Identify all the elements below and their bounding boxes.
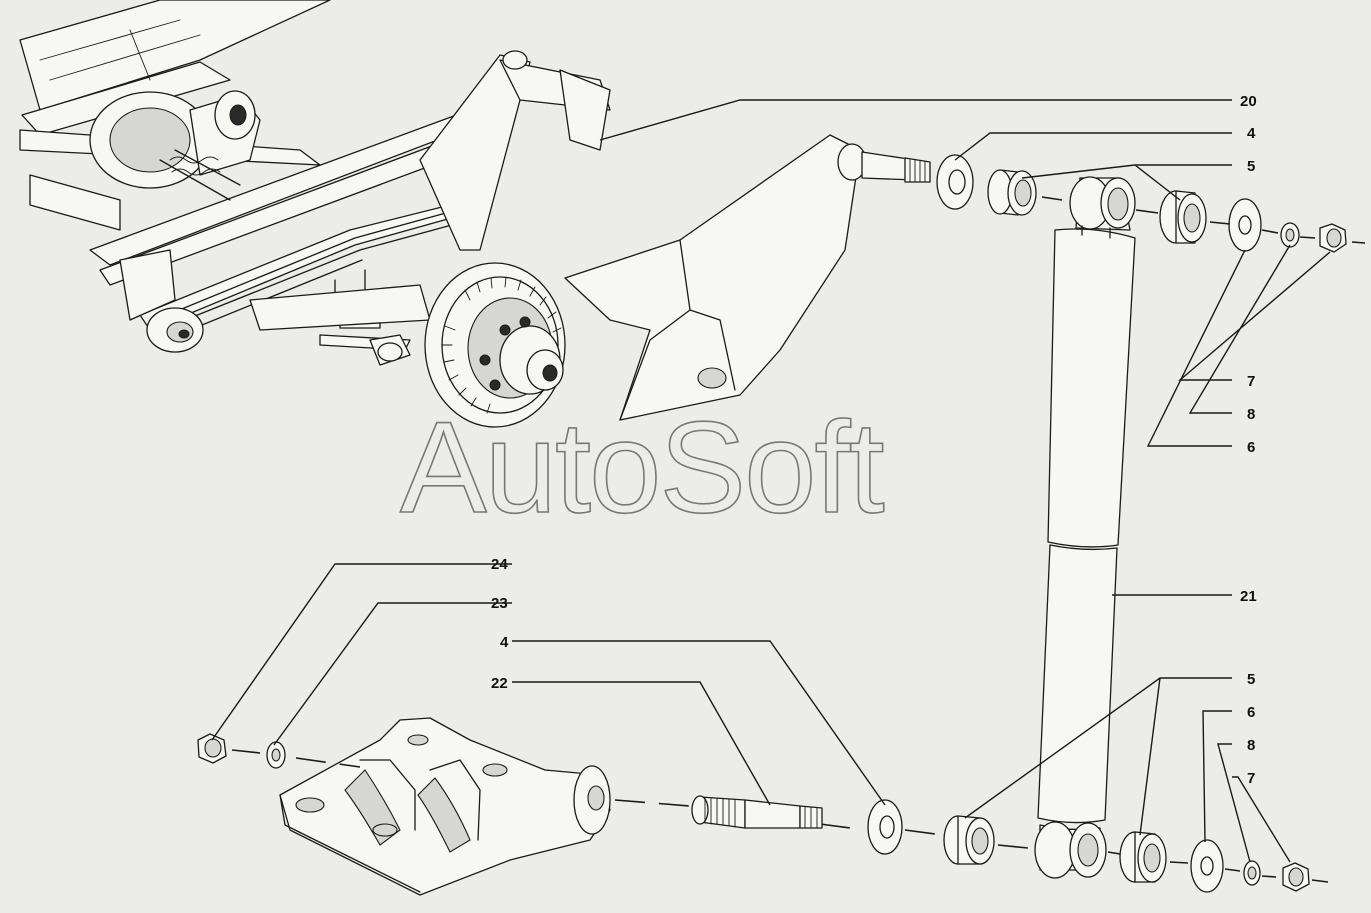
callout-4-lower: 4 (500, 634, 509, 651)
callout-8-upper: 8 (1247, 406, 1255, 423)
callout-5-upper: 5 (1247, 158, 1255, 175)
lower-hardware (819, 799, 1329, 893)
lower-mount-bracket (197, 717, 823, 896)
callout-6-lower: 6 (1247, 704, 1255, 721)
callout-7-upper: 7 (1247, 373, 1255, 390)
callout-labels: 20 4 5 7 8 6 21 24 23 4 22 5 6 8 7 (491, 93, 1257, 787)
callout-20: 20 (1240, 93, 1257, 110)
vehicle-frame-assembly (19, 0, 611, 428)
leader-lines (211, 99, 1331, 863)
callout-6-upper: 6 (1247, 439, 1255, 456)
callout-21: 21 (1240, 588, 1257, 605)
callout-23: 23 (491, 595, 508, 612)
callout-24: 24 (491, 556, 508, 573)
shock-absorber (1034, 225, 1136, 879)
drum-fins (441, 276, 562, 414)
callout-7-lower: 7 (1247, 770, 1255, 787)
callout-4-upper: 4 (1247, 125, 1256, 142)
callout-8-lower: 8 (1247, 737, 1255, 754)
callout-22: 22 (491, 675, 508, 692)
upper-mount-bracket (564, 134, 931, 421)
callout-5-lower: 5 (1247, 671, 1255, 688)
upper-hardware (936, 154, 1366, 253)
watermark: AutoSoft (400, 394, 885, 540)
